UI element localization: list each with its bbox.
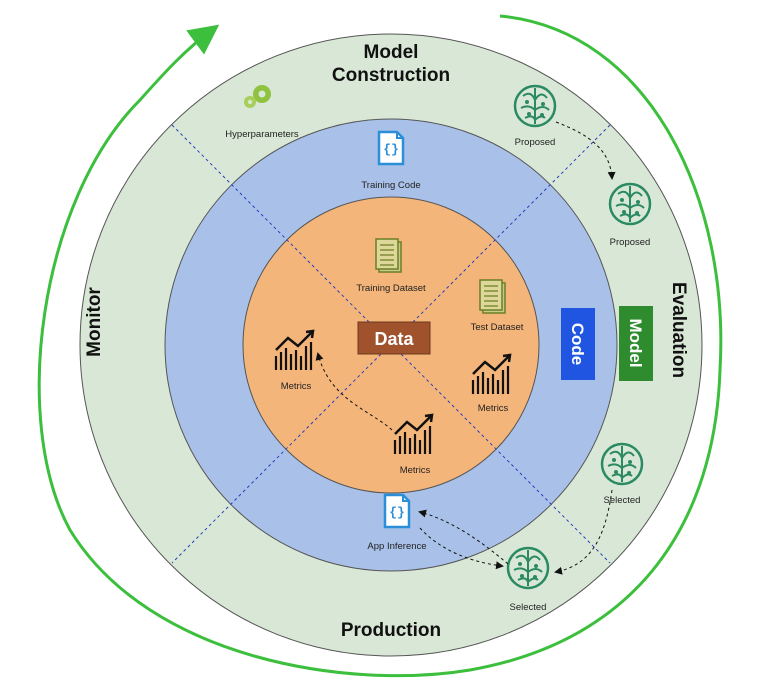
cycle-arrow <box>37 14 723 678</box>
label-metrics-left: Metrics <box>281 381 312 392</box>
arrow-metrics <box>315 352 393 431</box>
label-selected-2: Selected <box>510 602 547 613</box>
model-ring-label: Model <box>626 318 645 367</box>
code-file-icon <box>383 493 411 529</box>
label-app-inference: App Inference <box>367 541 426 552</box>
section-title-bottom: Production <box>341 620 441 641</box>
code-file-icon <box>377 130 405 166</box>
code-ring-box <box>561 308 595 380</box>
label-training-dataset: Training Dataset <box>356 283 426 294</box>
dataset-icon <box>375 238 402 273</box>
arrow-to-selected <box>419 527 504 570</box>
label-selected-1: Selected <box>604 495 641 506</box>
data-box <box>357 321 431 355</box>
label-proposed-1: Proposed <box>515 137 556 148</box>
model-ring-box <box>619 306 653 381</box>
dataset-icon <box>479 279 506 314</box>
section-title-top-line1: Model <box>364 42 419 63</box>
label-metrics-bottom: Metrics <box>400 465 431 476</box>
gear-icon <box>244 85 271 108</box>
label-proposed-2: Proposed <box>610 237 651 248</box>
diagonal-divider-2 <box>171 124 611 564</box>
diagonal-divider-1 <box>171 124 611 564</box>
section-title-right: Evaluation <box>668 282 689 378</box>
label-test-dataset: Test Dataset <box>471 322 524 333</box>
label-hyperparameters: Hyperparameters <box>225 129 299 140</box>
label-metrics-right: Metrics <box>478 403 509 414</box>
arrow-to-app <box>418 509 509 565</box>
section-title-top-line2: Construction <box>332 65 450 86</box>
section-title-left: Monitor <box>84 287 105 357</box>
code-ring-label: Code <box>568 323 587 366</box>
arrow-selected <box>554 489 613 575</box>
data-label: Data <box>374 329 414 349</box>
label-training-code: Training Code <box>361 180 420 191</box>
